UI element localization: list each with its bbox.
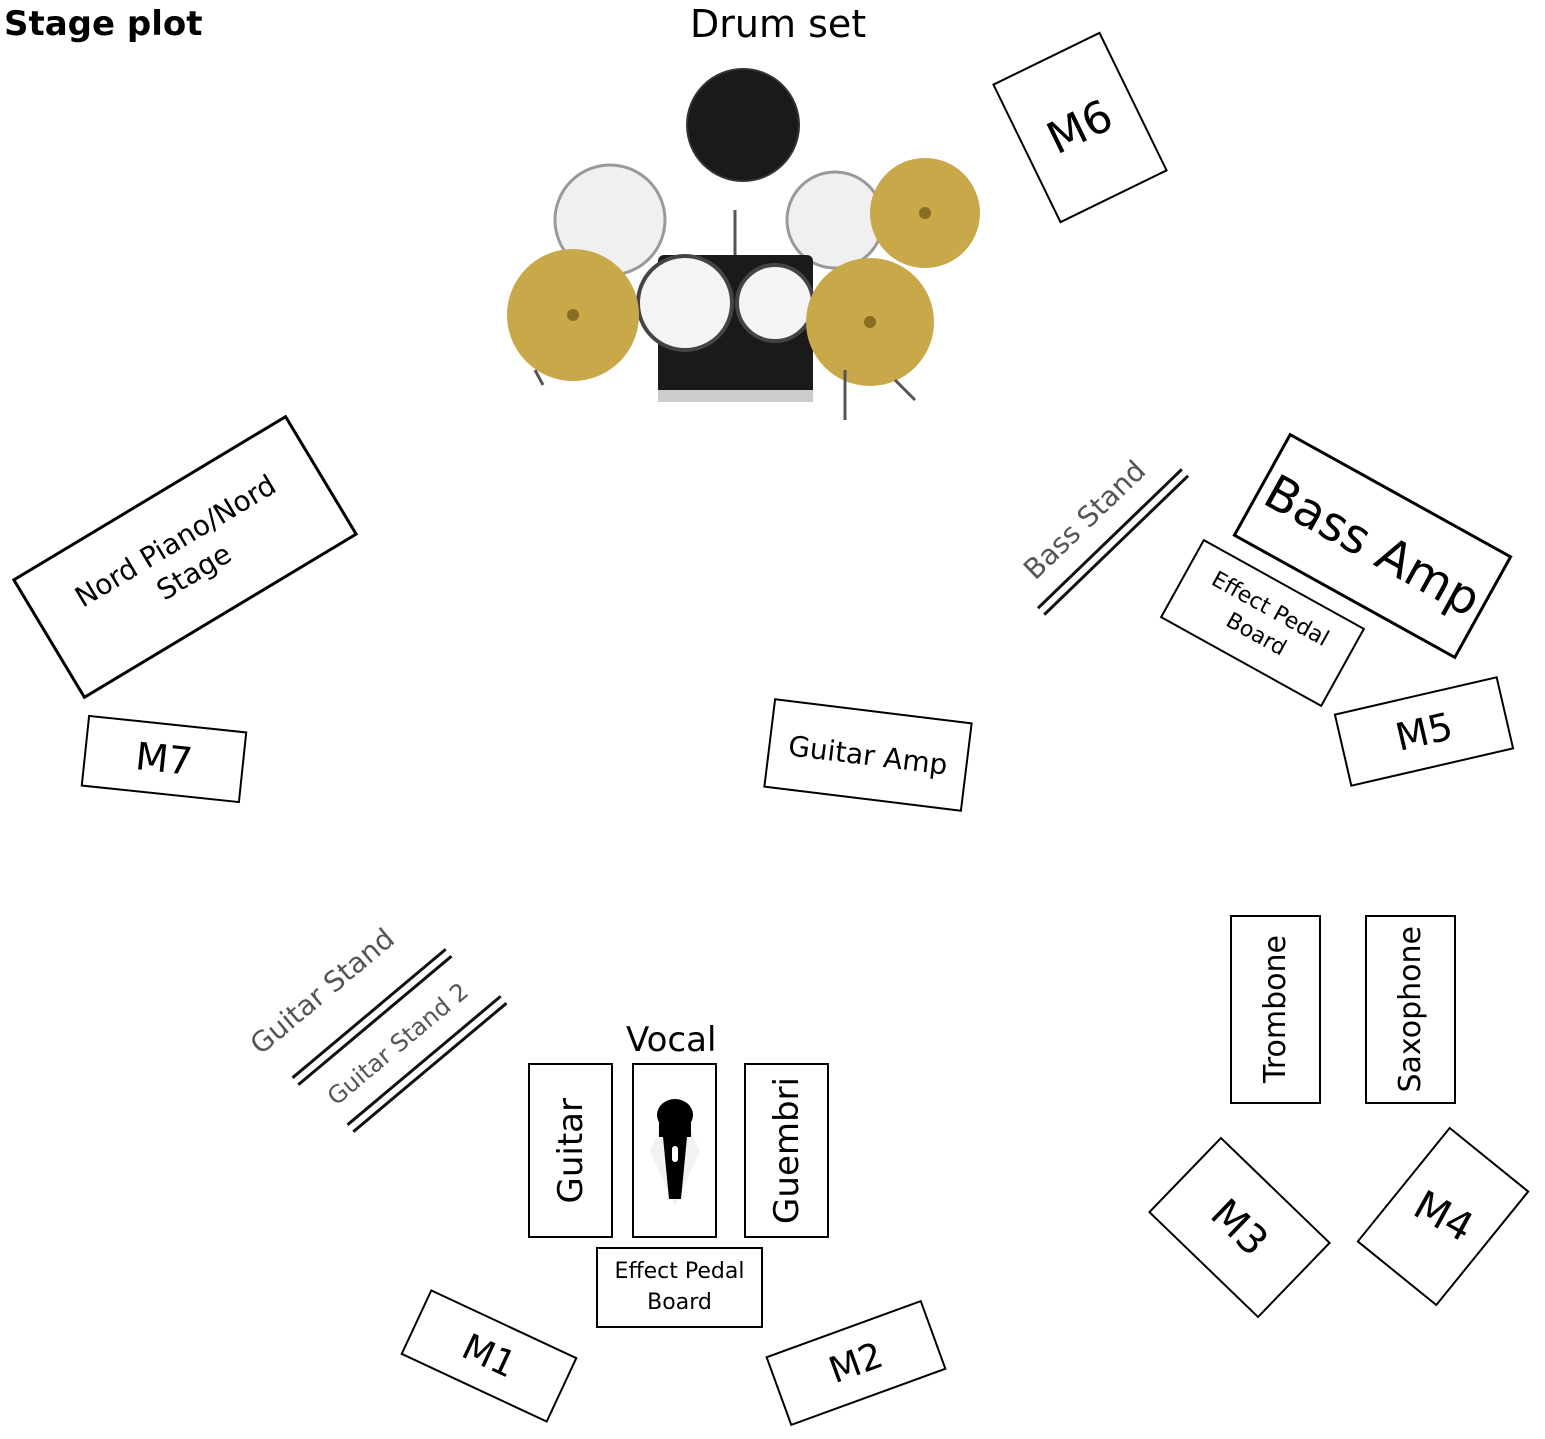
trombone-box: Trombone (1230, 915, 1321, 1104)
guembri-label: Guembri (766, 1077, 807, 1224)
vocal-label: Vocal (626, 1020, 717, 1060)
guembri-box: Guembri (744, 1063, 829, 1238)
mic-m1-label: M1 (455, 1326, 523, 1386)
saxophone-box: Saxophone (1365, 915, 1456, 1104)
guitar-stand-label: Guitar Stand (243, 921, 401, 1061)
mic-m2-label: M2 (823, 1334, 889, 1392)
vocal-mic-box (632, 1063, 717, 1238)
snare-right-icon (735, 263, 815, 343)
mic-m6-box: M6 (992, 31, 1168, 224)
mic-m4-box: M4 (1356, 1126, 1530, 1307)
page-title: Stage plot (4, 4, 203, 44)
mic-m3-box: M3 (1148, 1136, 1331, 1319)
guitar-amp-label: Guitar Amp (786, 728, 950, 782)
keyboard-label: Nord Piano/Nord Stage (68, 467, 282, 614)
mic-m2-box: M2 (765, 1299, 947, 1427)
guitar-box: Guitar (528, 1063, 613, 1238)
mic-m5-label: M5 (1391, 703, 1457, 760)
cymbal-right-icon (806, 258, 934, 386)
cymbal-top-right-icon (870, 158, 980, 268)
mic-m6-label: M6 (1039, 90, 1121, 165)
saxophone-label: Saxophone (1393, 926, 1428, 1093)
guitar-label: Guitar (550, 1097, 591, 1204)
drum-set-illustration (507, 68, 980, 420)
mic-m7-box: M7 (80, 714, 248, 804)
drum-hardware-icon (533, 210, 917, 420)
guitar-amp-box: Guitar Amp (763, 698, 973, 812)
cymbal-left-icon (507, 249, 639, 381)
tom-right-icon (785, 170, 885, 270)
mic-m5-box: M5 (1333, 676, 1515, 787)
keyboard-box: Nord Piano/Nord Stage (11, 414, 359, 700)
trombone-label: Trombone (1258, 935, 1293, 1084)
drum-set-label: Drum set (690, 2, 867, 46)
mic-m3-label: M3 (1201, 1190, 1278, 1265)
snare-left-icon (636, 254, 734, 352)
mic-m7-label: M7 (133, 734, 195, 784)
microphone-icon (649, 1095, 700, 1206)
mic-m4-label: M4 (1405, 1181, 1481, 1252)
mic-m1-box: M1 (400, 1289, 578, 1423)
effect-pedal-label: Effect Pedal Board (614, 1258, 745, 1315)
effect-pedal-board: Effect Pedal Board (596, 1247, 763, 1328)
bass-drum-icon (686, 68, 800, 182)
